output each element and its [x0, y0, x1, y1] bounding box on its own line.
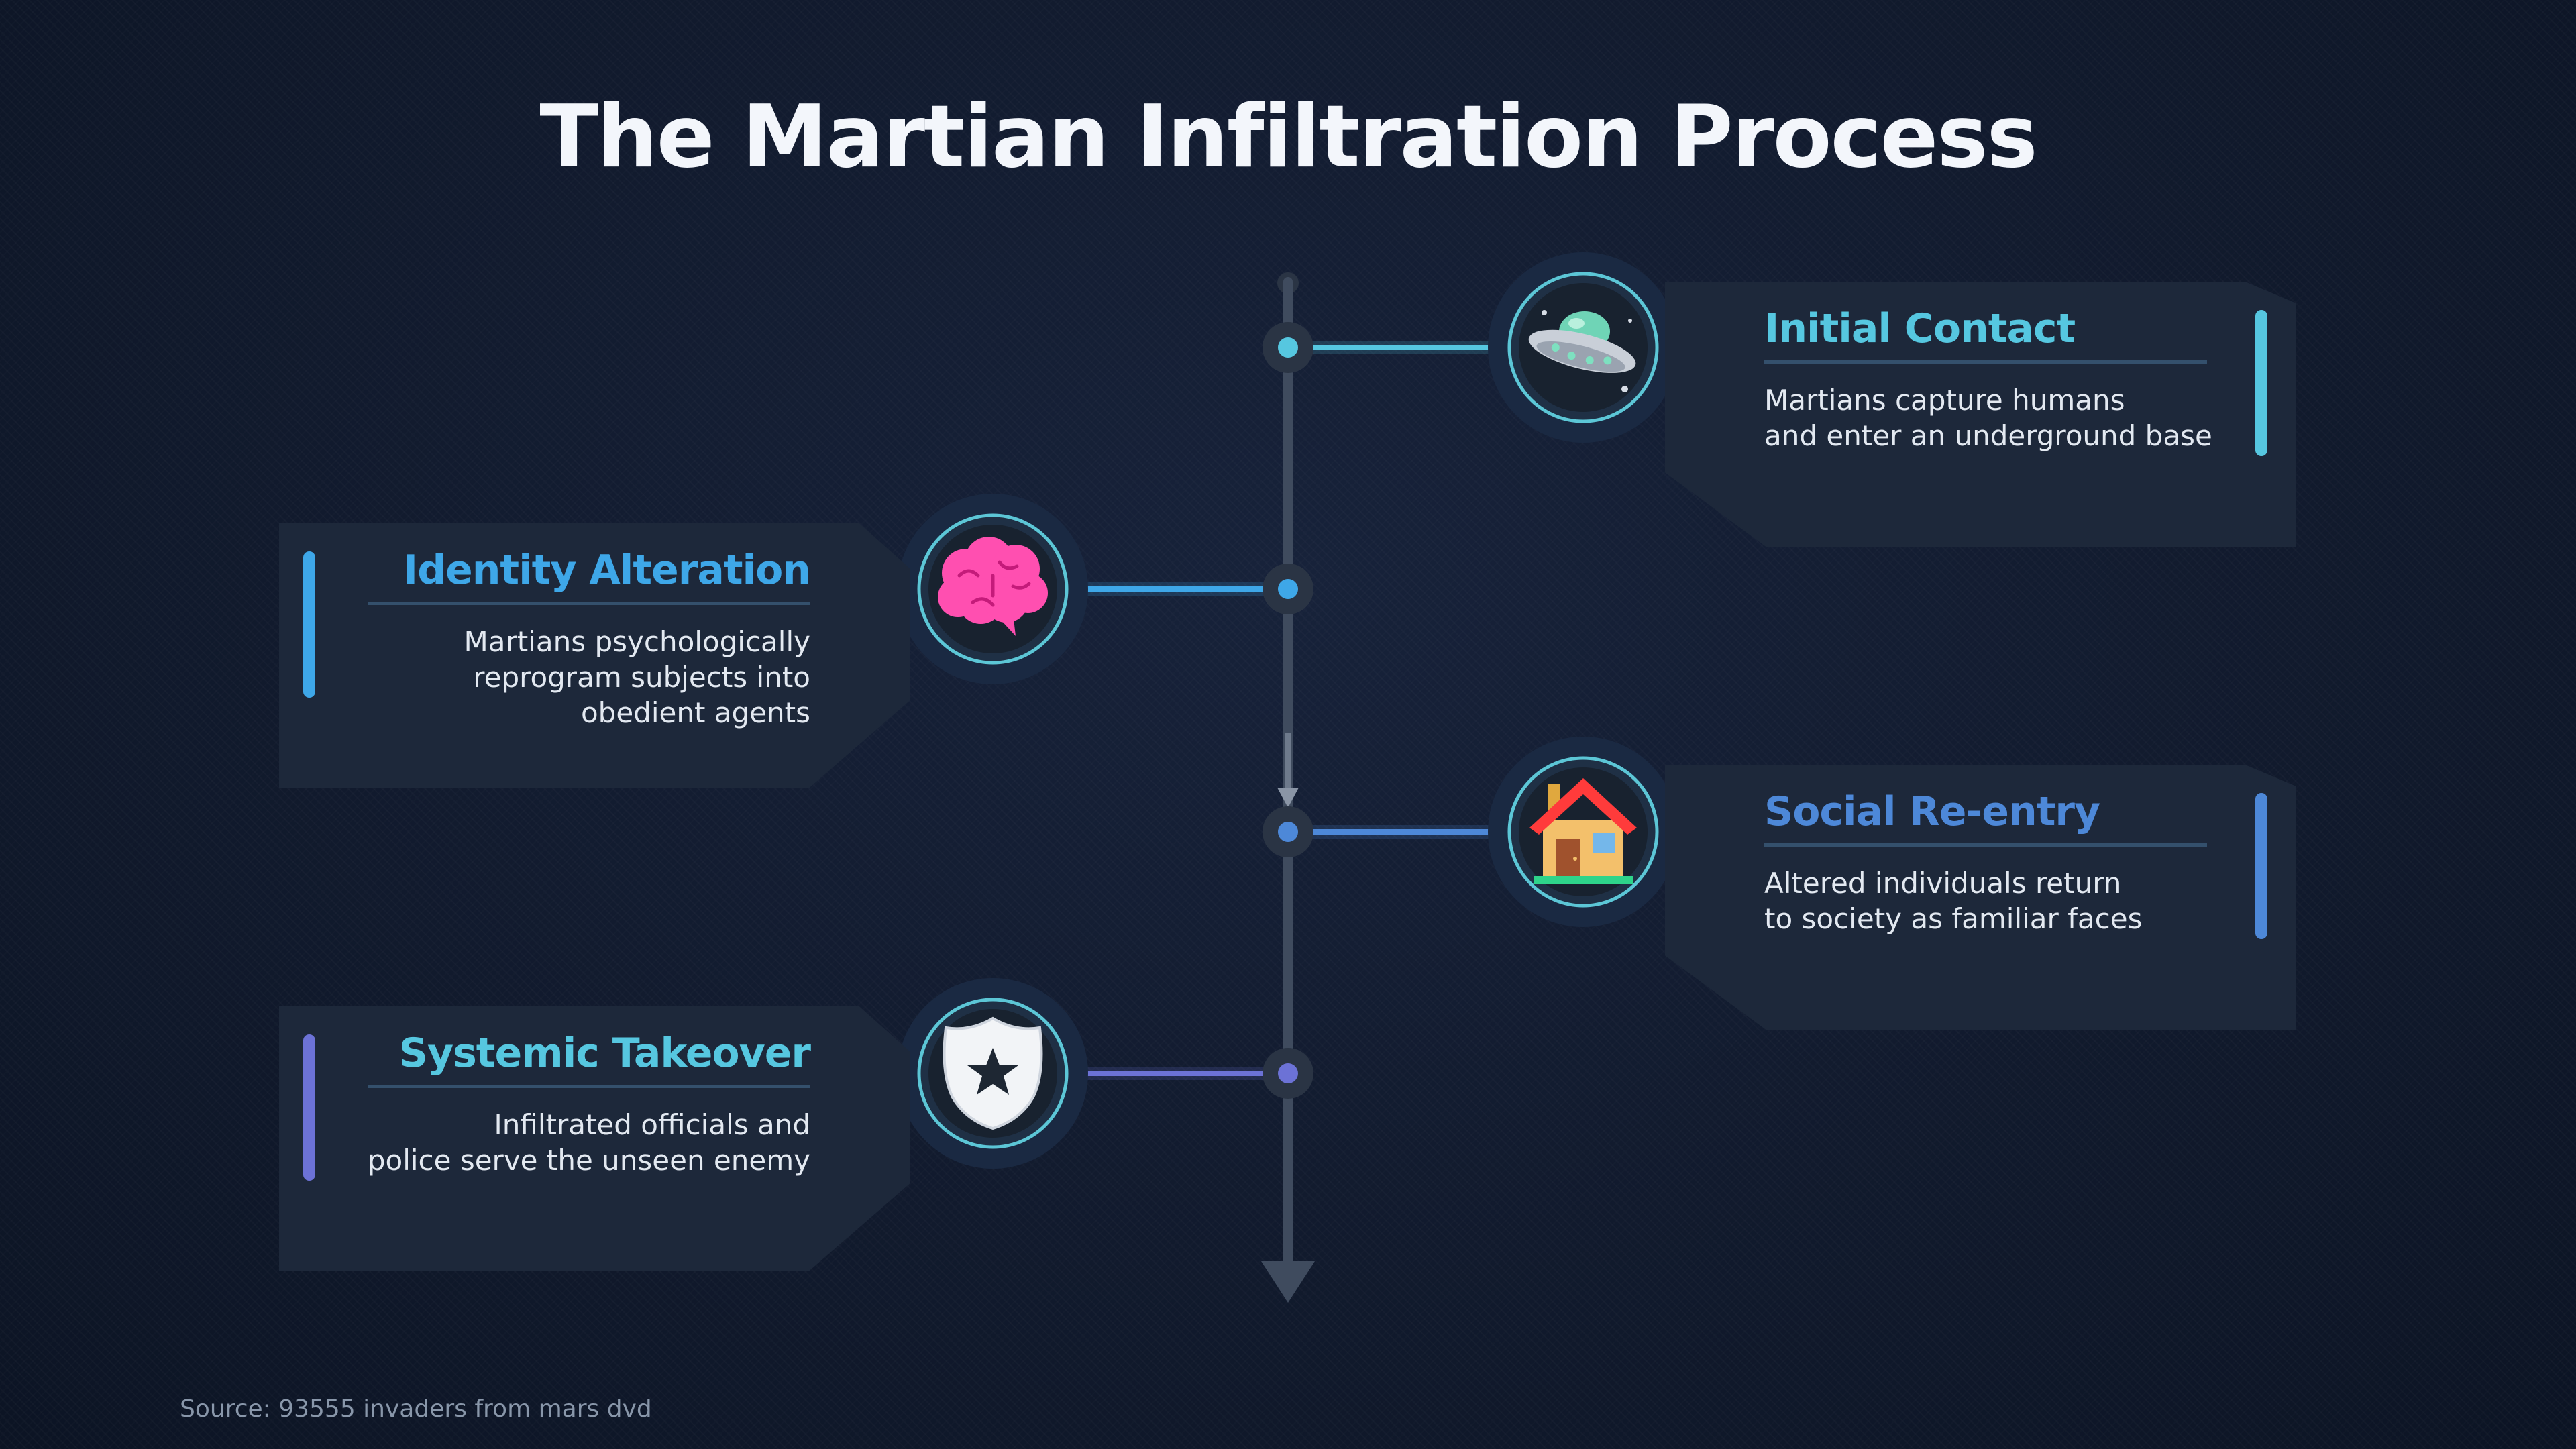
step-title: Systemic Takeover	[398, 1030, 811, 1077]
step-description: Altered individuals return to society as…	[1764, 867, 2143, 935]
source-caption: Source: 93555 invaders from mars dvd	[180, 1395, 652, 1423]
page-title: The Martian Infiltration Process	[539, 87, 2037, 187]
step-card-social-reentry: Social Re-entry Altered individuals retu…	[1665, 765, 2296, 1030]
step-3-connector	[1263, 806, 1509, 857]
brain-icon	[898, 494, 1088, 684]
step-1-connector	[1263, 322, 1509, 373]
police-badge-icon	[898, 978, 1088, 1169]
step-title: Identity Alteration	[402, 547, 811, 594]
step-description: Infiltrated officials and police serve t…	[367, 1108, 810, 1177]
step-divider	[368, 1085, 810, 1088]
step-card-identity-alteration: Identity Alteration Martians psychologic…	[279, 523, 910, 788]
step-description: Martians psychologically reprogram subje…	[464, 625, 811, 729]
step-card-systemic-takeover: Systemic Takeover Infiltrated officials …	[279, 1006, 910, 1271]
step-card-initial-contact: Initial Contact Martians capture humans …	[1665, 282, 2296, 547]
step-accent-bar	[303, 1034, 315, 1181]
step-divider	[368, 602, 810, 605]
step-accent-bar	[303, 551, 315, 698]
step-title: Initial Contact	[1764, 305, 2076, 352]
flying-saucer-icon	[1488, 252, 1678, 443]
step-4-connector	[1067, 1048, 1313, 1099]
axis-arrowhead	[1261, 1261, 1315, 1303]
house-icon	[1488, 737, 1678, 927]
step-divider	[1764, 360, 2207, 364]
step-divider	[1764, 843, 2207, 847]
axis-mid-arrow	[1277, 788, 1299, 808]
timeline-axis	[1261, 272, 1315, 1303]
step-accent-bar	[2255, 793, 2267, 939]
step-description: Martians capture humans and enter an und…	[1764, 384, 2212, 452]
step-2-connector	[1067, 564, 1313, 614]
step-accent-bar	[2255, 310, 2267, 456]
step-title: Social Re-entry	[1764, 788, 2100, 835]
